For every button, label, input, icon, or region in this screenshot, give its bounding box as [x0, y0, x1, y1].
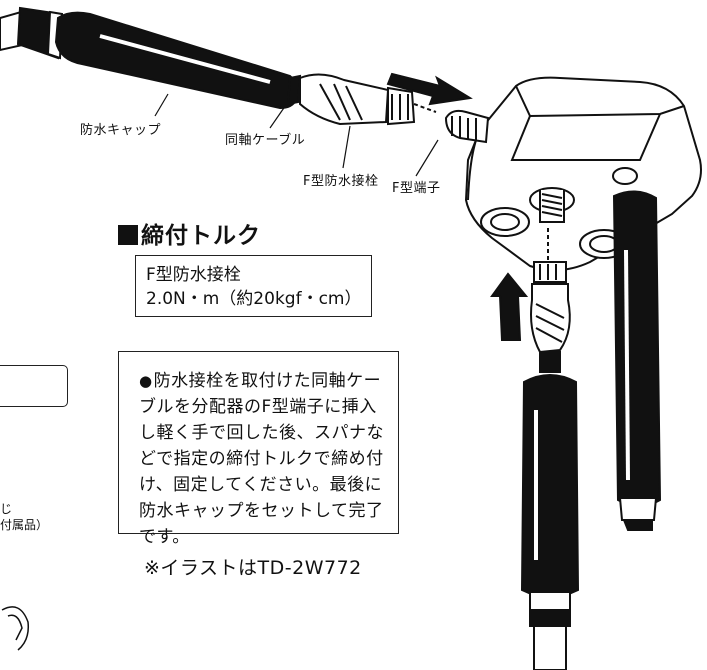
right-cable-assembly: [612, 190, 662, 531]
left-fragment-1: じ: [0, 502, 13, 516]
top-cable-assembly: [0, 6, 437, 126]
illustration-note: ※イラストはTD-2W772: [144, 557, 362, 579]
distributor: [444, 76, 702, 272]
waterproof-cap-label: 防水キャップ: [80, 123, 162, 138]
torque-spec-box: F型防水接栓 2.0N・m（約20kgf・cm）: [135, 255, 372, 317]
square-bullet-icon: [118, 225, 138, 245]
left-fragment-2: 付属品）: [0, 518, 49, 532]
bullet-icon: ●: [139, 372, 153, 390]
torque-heading-text: 締付トルク: [141, 223, 261, 249]
instruction-text: 防水接栓を取付けた同軸ケーブルを分配器のF型端子に挿入し軽く手で回した後、スパナ…: [139, 371, 384, 547]
torque-spec-line1: F型防水接栓: [146, 265, 241, 285]
lower-cable-assembly: [520, 261, 580, 670]
torque-spec-line2: 2.0N・m（約20kgf・cm）: [146, 289, 362, 309]
left-partial-box: [0, 365, 68, 407]
coax-cable-label: 同軸ケーブル: [225, 133, 306, 148]
instruction-box: ●防水接栓を取付けた同軸ケーブルを分配器のF型端子に挿入し軽く手で回した後、スパ…: [118, 351, 399, 547]
insert-arrow-up: [490, 272, 529, 341]
f-terminal-label: F型端子: [392, 181, 441, 196]
torque-heading: 締付トルク: [118, 216, 261, 250]
insert-arrow-right: [386, 72, 473, 106]
f-plug-label: F型防水接栓: [303, 174, 379, 189]
